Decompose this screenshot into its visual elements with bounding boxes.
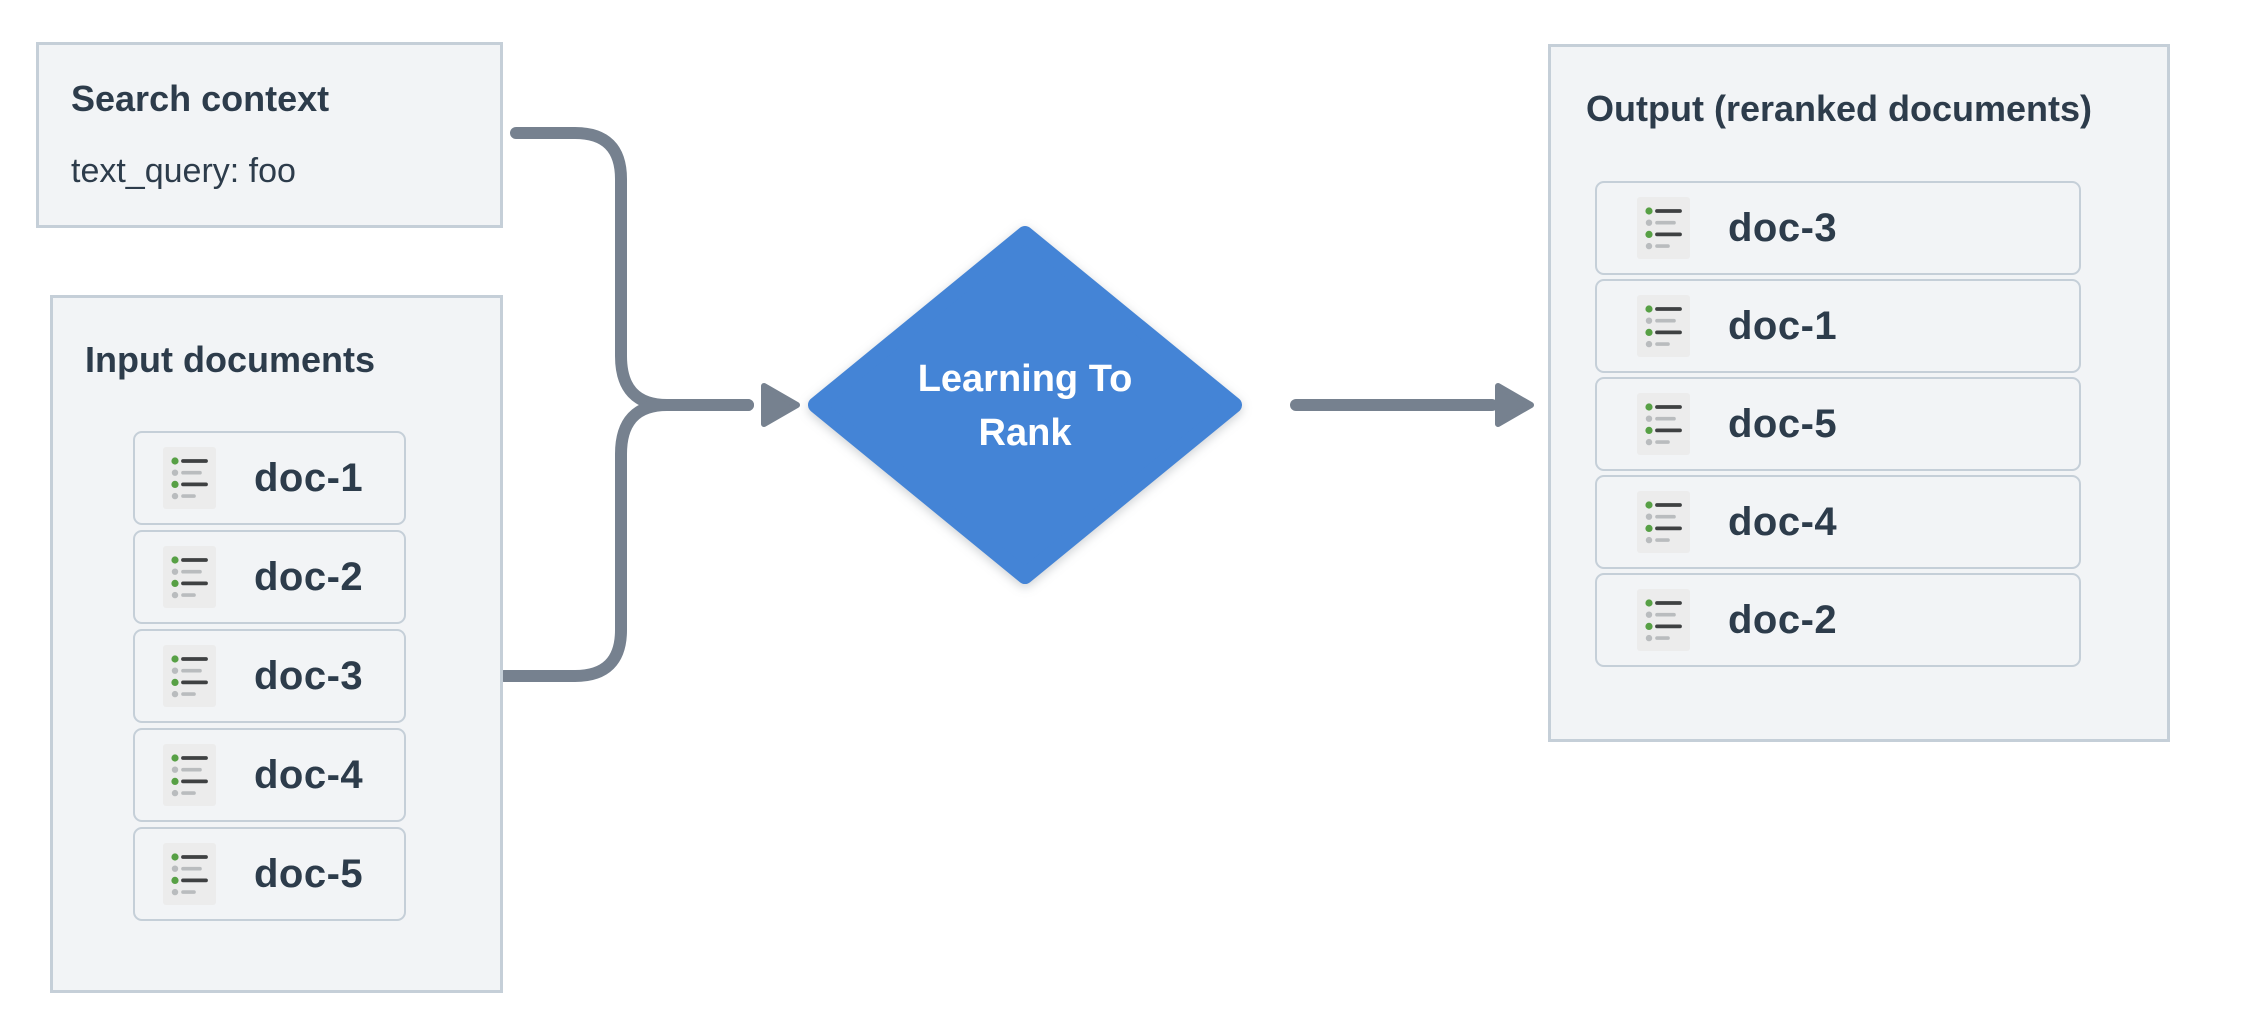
doc-item: doc-3 — [1595, 181, 2081, 275]
doc-list-icon — [1637, 491, 1690, 553]
input-documents-box: Input documents — [50, 295, 503, 993]
merge-arrowhead-icon — [761, 383, 800, 427]
doc-list-icon — [163, 447, 216, 509]
doc-list-icon — [163, 843, 216, 905]
search-context-title: Search context — [71, 78, 330, 119]
doc-list-icon — [163, 546, 216, 608]
input-documents-connector — [498, 399, 754, 682]
doc-label: doc-4 — [1728, 499, 1838, 544]
doc-label: doc-5 — [1728, 401, 1838, 446]
doc-item: doc-4 — [1595, 475, 2081, 569]
search-context-connector — [510, 127, 754, 411]
output-documents-box: Output (reranked documents) — [1548, 44, 2170, 742]
input-documents-title: Input documents — [85, 339, 375, 380]
doc-item: doc-4 — [133, 728, 406, 822]
process-label-line2: Rank — [978, 412, 1072, 454]
doc-list-icon — [1637, 295, 1690, 357]
doc-list-icon — [1637, 197, 1690, 259]
doc-label: doc-1 — [254, 455, 364, 500]
doc-label: doc-4 — [254, 752, 364, 797]
process-label-line1: Learning To — [917, 358, 1133, 400]
output-arrowhead-icon — [1495, 383, 1534, 427]
doc-list-icon — [1637, 393, 1690, 455]
doc-item: doc-5 — [1595, 377, 2081, 471]
doc-item: doc-2 — [133, 530, 406, 624]
doc-label: doc-2 — [1728, 597, 1838, 642]
doc-list-icon — [1637, 589, 1690, 651]
doc-item: doc-5 — [133, 827, 406, 921]
doc-label: doc-3 — [1728, 205, 1838, 250]
doc-label: doc-5 — [254, 851, 364, 896]
doc-label: doc-3 — [254, 653, 364, 698]
doc-label: doc-2 — [254, 554, 364, 599]
input-doc-list: doc-1 — [133, 431, 406, 921]
output-documents-title: Output (reranked documents) — [1586, 88, 2093, 129]
doc-list-icon — [163, 645, 216, 707]
text-query-value: text_query: foo — [71, 152, 296, 190]
doc-item: doc-2 — [1595, 573, 2081, 667]
process-diamond-label: Learning To Rank — [808, 228, 1242, 584]
doc-item: doc-1 — [133, 431, 406, 525]
doc-list-icon — [163, 744, 216, 806]
output-doc-list: doc-3 — [1595, 181, 2081, 671]
doc-item: doc-3 — [133, 629, 406, 723]
doc-item: doc-1 — [1595, 279, 2081, 373]
search-context-box: Search context text_query: foo — [36, 42, 503, 228]
doc-label: doc-1 — [1728, 303, 1838, 348]
